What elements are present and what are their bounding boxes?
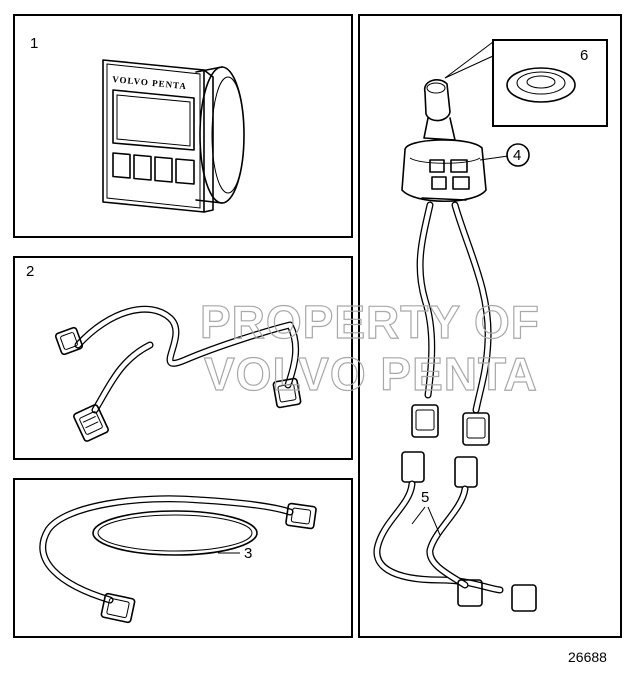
- joystick-cables: [416, 201, 492, 414]
- callout-5: 5: [421, 489, 429, 506]
- callout-2: 2: [26, 263, 34, 280]
- watermark-line-1: PROPERTY OF: [200, 296, 540, 348]
- inset-frame: [492, 39, 608, 127]
- callout-4: 4: [513, 147, 521, 164]
- extension-cable: [39, 495, 294, 604]
- callout-5-leader-b: [427, 506, 441, 536]
- button-detail: [506, 67, 576, 103]
- joystick-illustration: [401, 79, 487, 203]
- y-harness: [373, 451, 537, 612]
- figure-number: 26688: [568, 649, 607, 665]
- harness-connector-bottom: [73, 404, 109, 442]
- callout-4-leader: [479, 155, 509, 161]
- harness-connector-right: [272, 377, 302, 409]
- y-harness-connector-d: [511, 584, 537, 612]
- panel-3-frame: [13, 478, 353, 638]
- cable-connector-right: [285, 502, 317, 530]
- joystick-connector-right: [462, 412, 490, 446]
- panel-3-cable: 3: [13, 478, 353, 638]
- callout-3: 3: [244, 545, 252, 562]
- watermark: PROPERTY OF VOLVO PENTA: [199, 295, 540, 400]
- cable-connector-left: [100, 592, 136, 624]
- y-harness-connector-c: [457, 579, 483, 607]
- callout-1: 1: [30, 35, 38, 52]
- callout-6: 6: [580, 47, 588, 64]
- panel-2-harness: 2: [13, 256, 353, 460]
- panel-1-display: 1 VOLVO PENTA: [13, 14, 353, 238]
- callout-4-circle: [506, 143, 530, 167]
- button-detail-inset: 6: [444, 39, 608, 127]
- watermark-line-2: VOLVO PENTA: [204, 348, 538, 400]
- panel-joystick: 6 4: [358, 14, 622, 638]
- harness-connector-left: [54, 326, 84, 356]
- callout-5-leader-a: [411, 506, 426, 525]
- panel-1-frame: [13, 14, 353, 238]
- joystick-connector-left: [411, 404, 439, 438]
- harness-cable: [74, 305, 300, 414]
